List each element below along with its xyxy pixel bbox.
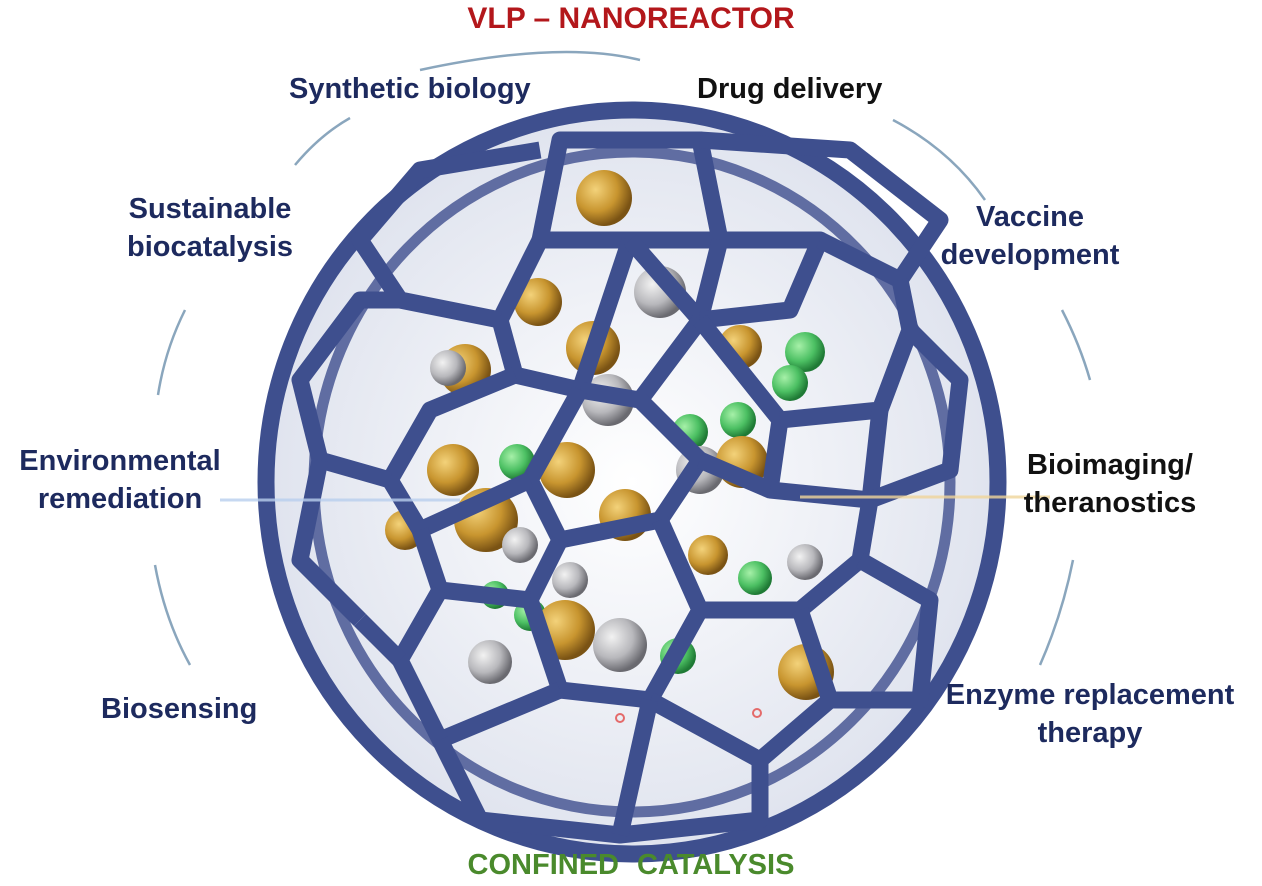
substrate-dot <box>615 713 625 723</box>
label-line: Sustainable <box>128 193 292 225</box>
label-biosensing: Biosensing <box>101 693 258 725</box>
arc-right-upper <box>1060 309 1092 381</box>
vlp-cage <box>257 101 1007 863</box>
title-vlp-nanoreactor: VLP – NANOREACTOR <box>467 2 795 35</box>
label-line: Enzyme replacement <box>945 679 1235 711</box>
label-line: Environmental <box>19 445 221 477</box>
arc-left-lower <box>153 564 192 666</box>
gold-particle <box>688 535 728 575</box>
label-vaccine-development: Vaccine development <box>920 198 1140 274</box>
silver-particle <box>468 640 512 684</box>
label-line: Bioimaging/ <box>1027 449 1193 481</box>
green-particle <box>720 402 756 438</box>
gold-particle <box>576 170 632 226</box>
application-arcs <box>153 50 1092 666</box>
arc-top-right <box>892 118 987 201</box>
subtitle-confined-catalysis: CONFINED CATALYSIS <box>467 849 795 881</box>
label-line: biocatalysis <box>126 231 294 263</box>
green-particle <box>785 332 825 372</box>
silver-particle <box>430 350 466 386</box>
gold-particle <box>514 278 562 326</box>
green-particle <box>772 365 808 401</box>
arc-top <box>419 50 641 72</box>
silver-particle <box>502 527 538 563</box>
silver-particle <box>787 544 823 580</box>
label-line: remediation <box>37 483 203 515</box>
label-line: theranostics <box>1023 487 1197 519</box>
label-line: development <box>940 239 1120 271</box>
substrate-dot <box>752 708 762 718</box>
label-sustainable-biocatalysis: Sustainable biocatalysis <box>100 190 320 266</box>
arc-right-lower <box>1038 559 1075 666</box>
gold-particle <box>427 444 479 496</box>
label-line: Vaccine <box>975 201 1085 233</box>
green-particle <box>738 561 772 595</box>
arc-top-left <box>294 116 351 166</box>
label-environmental-remediation: Environmental remediation <box>0 442 240 518</box>
label-drug-delivery: Drug delivery <box>697 73 883 105</box>
label-line: therapy <box>1037 717 1143 749</box>
label-enzyme-replacement-therapy: Enzyme replacement therapy <box>920 676 1260 752</box>
silver-particle <box>593 618 647 672</box>
label-synthetic-biology: Synthetic biology <box>289 73 531 105</box>
label-bioimaging-theranostics: Bioimaging/ theranostics <box>1000 446 1220 522</box>
light-flare <box>220 495 1050 502</box>
arc-left-upper <box>156 309 187 396</box>
silver-particle <box>552 562 588 598</box>
